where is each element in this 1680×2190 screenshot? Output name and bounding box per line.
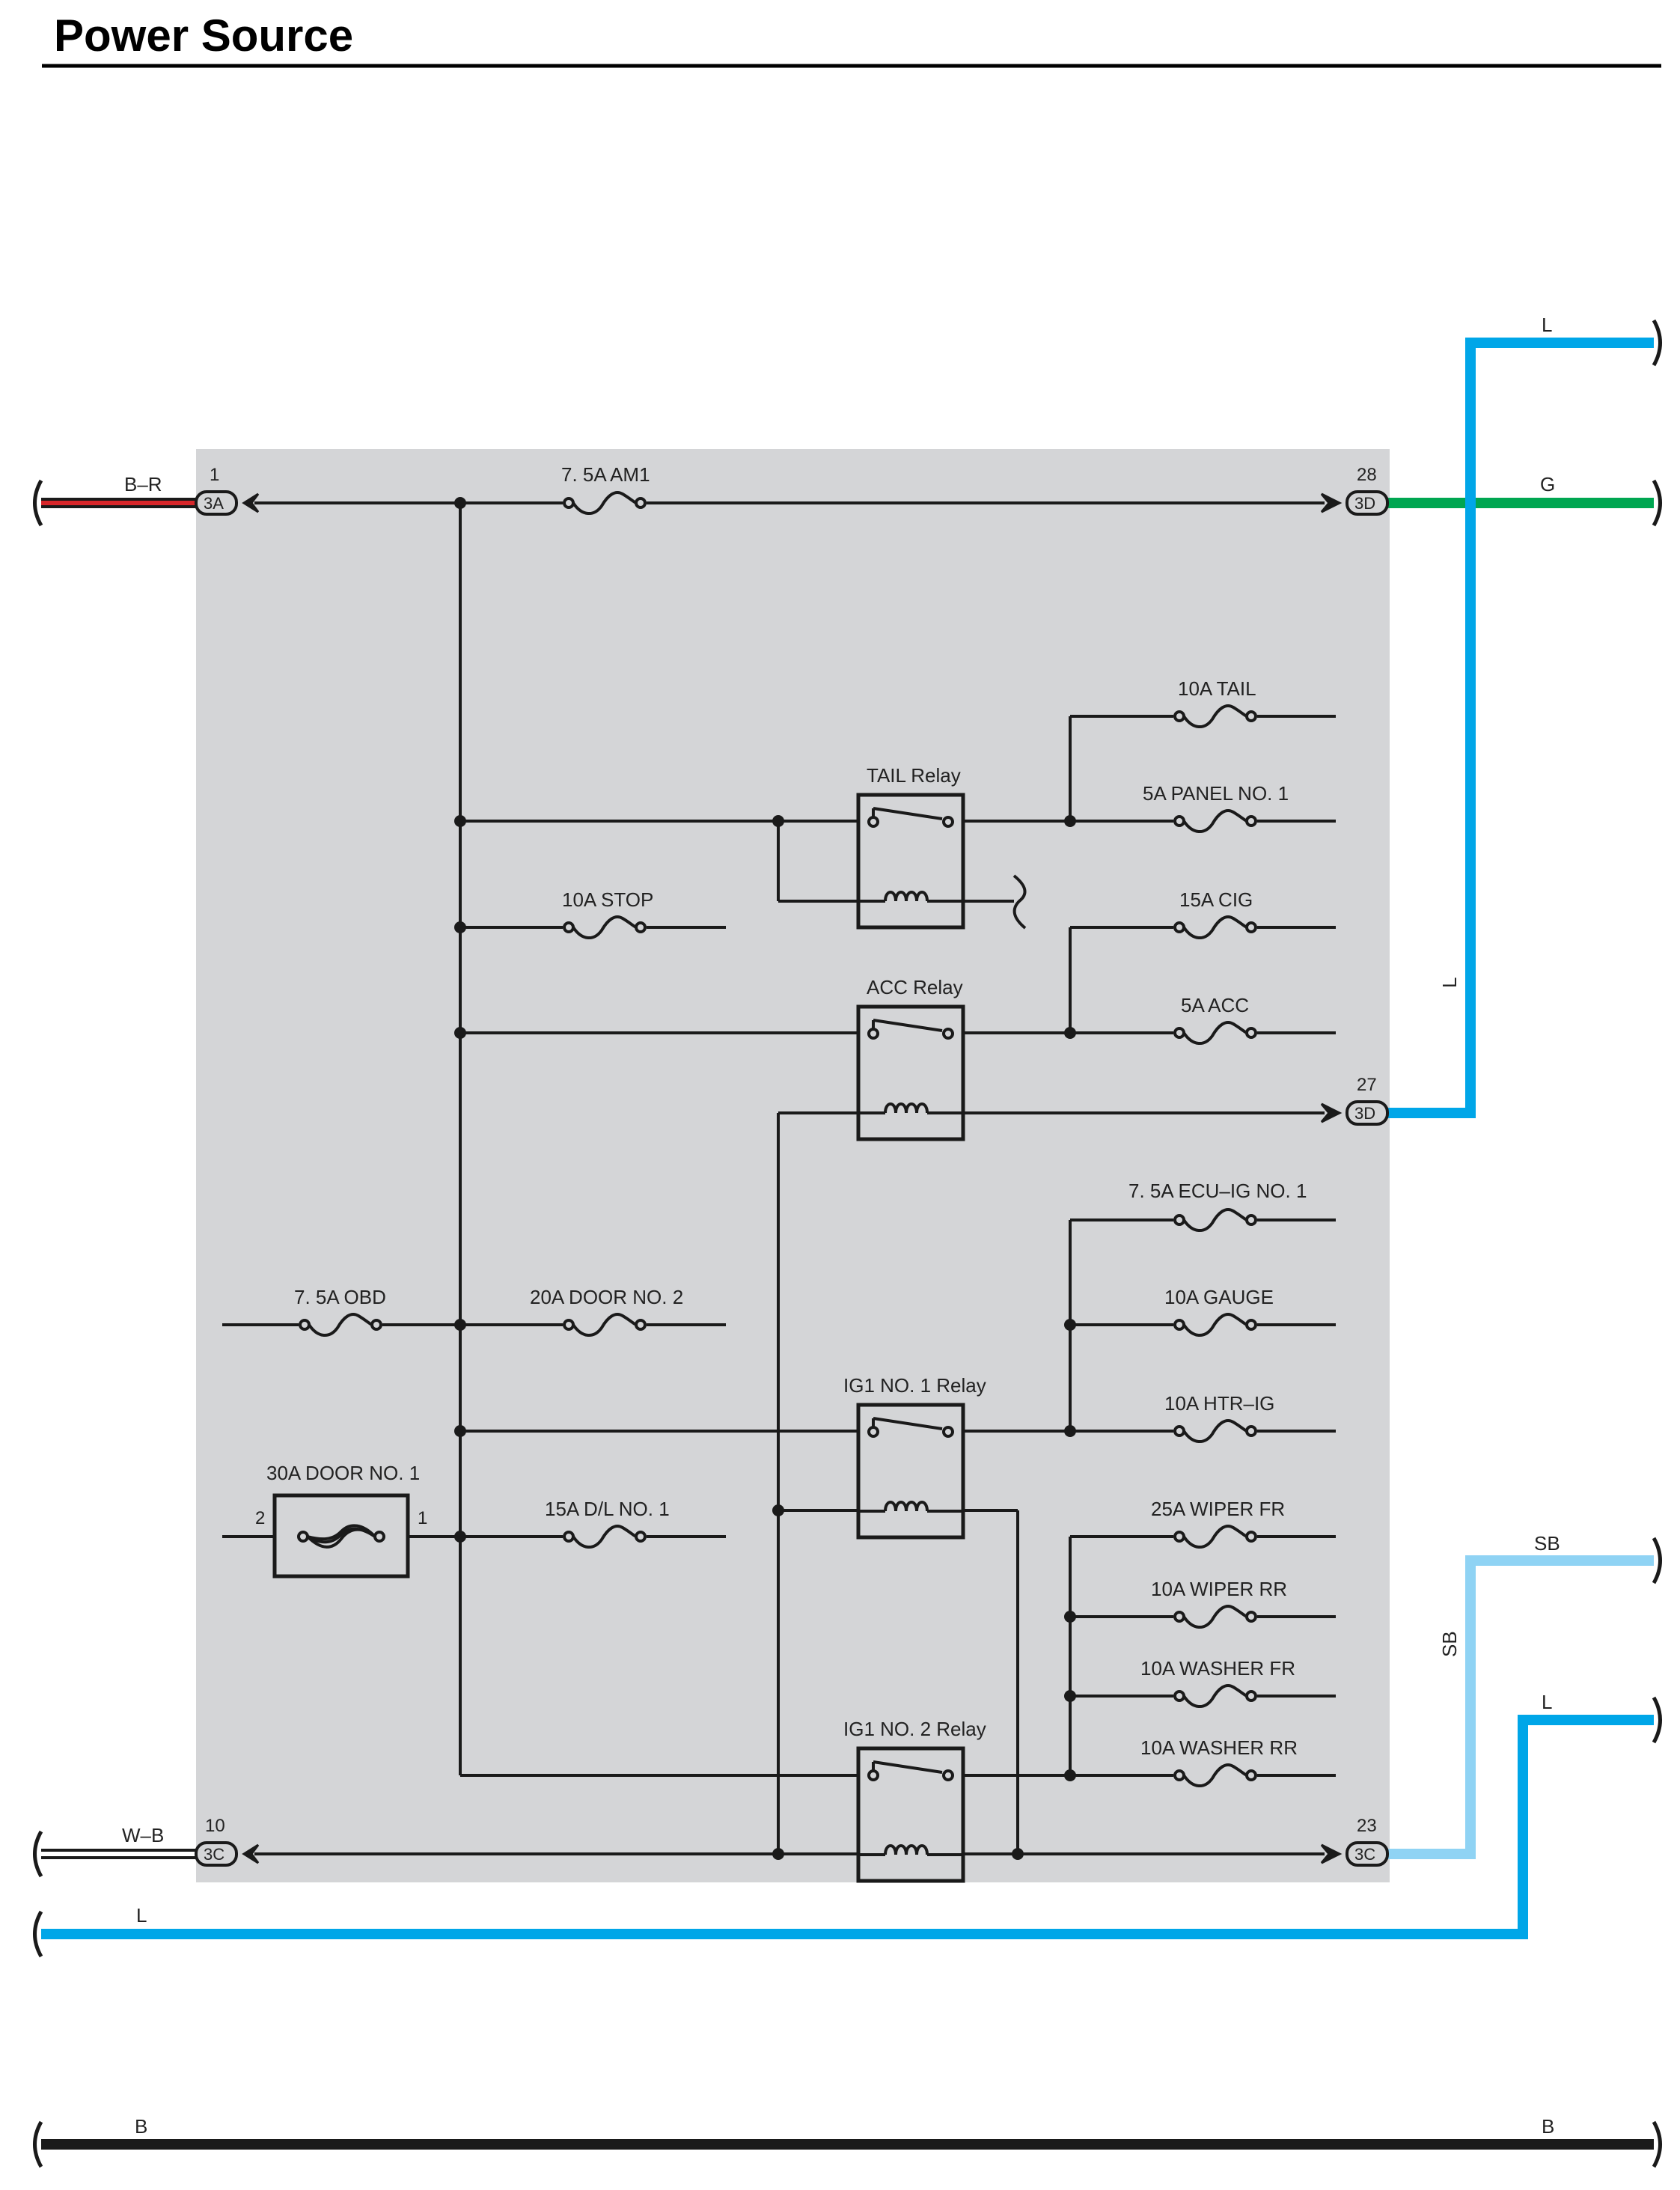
wire-l-vertical-label: L: [1438, 977, 1461, 988]
fuse-door2-label: 20A DOOR NO. 2: [530, 1286, 683, 1308]
wire-br: [33, 479, 196, 527]
wire-b-left-label: B: [135, 2115, 147, 2138]
wire-sb-top-label: SB: [1534, 1532, 1560, 1555]
fuse-wiper-rr: [1172, 1604, 1259, 1629]
connector-3c-10: [195, 1841, 260, 1867]
fuse-obd-label: 7. 5A OBD: [294, 1286, 386, 1308]
wire-l-bottom: [33, 1696, 1662, 1958]
fuse-wiper-fr-label: 25A WIPER FR: [1151, 1498, 1285, 1520]
fuse-stop-label: 10A STOP: [562, 888, 653, 911]
relay-acc-label: ACC Relay: [867, 976, 963, 998]
wire-b: [33, 2120, 1662, 2168]
fuse-wiper-fr: [1172, 1524, 1259, 1549]
connector-3c-10-code: 3C: [204, 1845, 224, 1864]
fuse-wiper-rr-label: 10A WIPER RR: [1151, 1578, 1287, 1600]
fuse-cig: [1172, 915, 1259, 940]
fuse-door1-pin-left: 2: [255, 1508, 265, 1528]
fuse-acc: [1172, 1020, 1259, 1046]
connector-3c-23: [1320, 1841, 1389, 1867]
relay-ig1-1-label: IG1 NO. 1 Relay: [843, 1374, 986, 1397]
fuse-door1: [272, 1493, 410, 1579]
relay-ig1-2: [858, 1748, 963, 1881]
wire-g-label: G: [1540, 473, 1555, 495]
page-title: Power Source: [54, 10, 353, 61]
connector-3c-23-pin: 23: [1357, 1816, 1377, 1836]
wire-g: [1388, 479, 1662, 527]
wire-l-top: [1388, 319, 1662, 1118]
connector-3d-28: [1320, 490, 1389, 516]
fuse-tail: [1172, 704, 1259, 729]
fuse-gauge: [1172, 1312, 1259, 1338]
connector-3d-28-code: 3D: [1354, 494, 1375, 513]
wire-b-right-label: B: [1542, 2115, 1554, 2138]
junction-dots: [454, 497, 1076, 1860]
wire-br-label: B–R: [124, 473, 162, 495]
fuse-acc-label: 5A ACC: [1181, 994, 1249, 1016]
fuse-door1-pin-right: 1: [418, 1508, 427, 1528]
connector-3d-27-code: 3D: [1354, 1104, 1375, 1123]
relay-acc: [858, 1007, 963, 1139]
fuse-washer-fr: [1172, 1683, 1259, 1709]
connector-3a-1-pin: 1: [210, 465, 219, 485]
fuse-stop: [561, 915, 648, 940]
relay-tail-open-end: [1012, 874, 1027, 930]
fuse-tail-label: 10A TAIL: [1178, 677, 1256, 700]
relay-ig1-1: [858, 1405, 963, 1537]
connector-3d-28-pin: 28: [1357, 465, 1377, 485]
junction-block: [196, 449, 1390, 1882]
relay-tail-label: TAIL Relay: [867, 764, 961, 787]
wire-l-top-label: L: [1542, 314, 1552, 336]
fuse-door1-label: 30A DOOR NO. 1: [266, 1462, 420, 1484]
connector-3a-1: [195, 490, 260, 516]
wire-l-right-label: L: [1542, 1691, 1552, 1713]
fuse-am1: [561, 490, 648, 516]
connector-3d-27: [1320, 1100, 1389, 1126]
fuse-dl1-label: 15A D/L NO. 1: [545, 1498, 670, 1520]
fuse-washer-rr-label: 10A WASHER RR: [1140, 1736, 1298, 1759]
connector-3c-23-code: 3C: [1354, 1845, 1375, 1864]
connector-3c-10-pin: 10: [205, 1816, 225, 1836]
wire-l-bottom-label: L: [136, 1904, 147, 1927]
fuse-cig-label: 15A CIG: [1179, 888, 1253, 911]
fuse-htr-ig: [1172, 1418, 1259, 1444]
fuse-ecu-ig: [1172, 1207, 1259, 1233]
fuse-am1-label: 7. 5A AM1: [561, 463, 650, 486]
fuse-washer-rr: [1172, 1763, 1259, 1788]
connector-3a-1-code: 3A: [204, 494, 224, 513]
fuse-ecu-ig-label: 7. 5A ECU–IG NO. 1: [1128, 1180, 1307, 1202]
wire-sb-vertical-label: SB: [1438, 1631, 1461, 1657]
relay-ig1-2-label: IG1 NO. 2 Relay: [843, 1718, 986, 1740]
fuse-dl1: [561, 1524, 648, 1549]
fuse-panel-label: 5A PANEL NO. 1: [1143, 782, 1289, 805]
wire-wb-label: W–B: [122, 1824, 164, 1846]
fuse-obd: [297, 1312, 384, 1338]
fuse-washer-fr-label: 10A WASHER FR: [1140, 1657, 1295, 1680]
fuse-htr-ig-label: 10A HTR–IG: [1164, 1392, 1274, 1415]
fuse-door2: [561, 1312, 648, 1338]
wire-sb: [1388, 1537, 1662, 1859]
connector-3d-27-pin: 27: [1357, 1075, 1377, 1095]
wire-wb: [33, 1830, 196, 1878]
relay-tail: [858, 795, 963, 927]
fuse-gauge-label: 10A GAUGE: [1164, 1286, 1274, 1308]
fuse-panel: [1172, 808, 1259, 834]
